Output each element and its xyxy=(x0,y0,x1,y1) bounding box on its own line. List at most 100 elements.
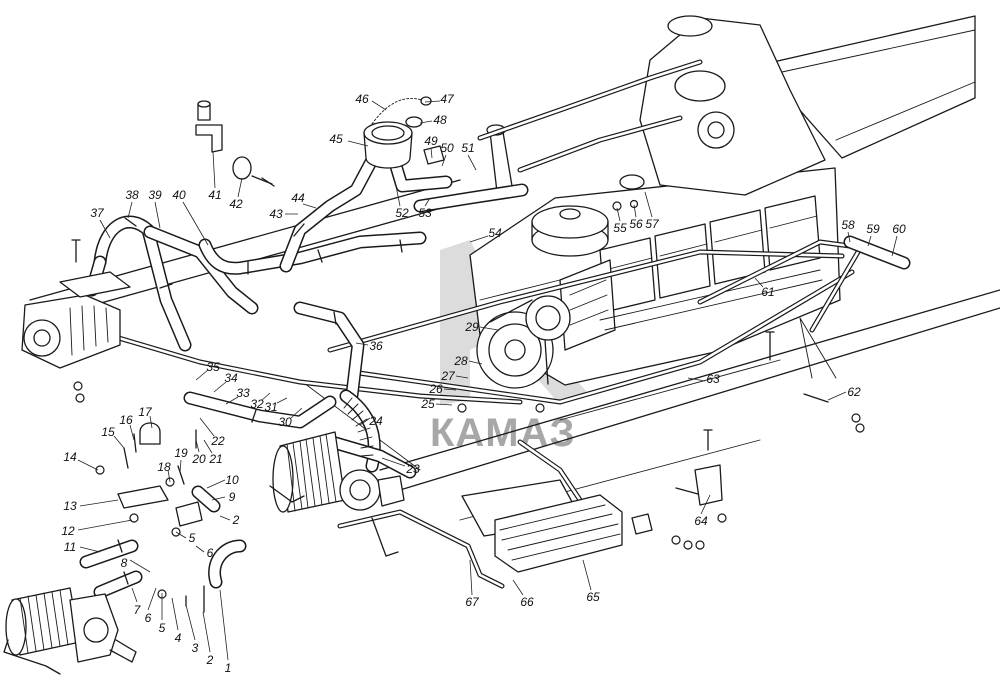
callout-label: 64 xyxy=(694,514,708,528)
frame-i-beam xyxy=(759,15,976,159)
callout-label: 55 xyxy=(613,221,627,235)
callout-label: 43 xyxy=(269,207,283,221)
callout-label: 49 xyxy=(424,134,438,148)
nut xyxy=(457,403,467,413)
cylinder-head xyxy=(764,195,821,271)
callout-label: 3 xyxy=(192,641,199,655)
washer xyxy=(95,465,105,475)
heater-boiler-end xyxy=(272,445,294,513)
watermark-text: КАМАЗ xyxy=(430,411,576,455)
callout-label: 32 xyxy=(250,397,264,411)
callout-label: 54 xyxy=(488,226,502,240)
nut xyxy=(75,393,85,403)
water-pump xyxy=(3,587,137,675)
clamp-17 xyxy=(139,422,161,445)
transmission-flange xyxy=(697,111,735,149)
callout-label: 10 xyxy=(225,473,239,487)
pump-pulley-hub xyxy=(535,305,561,331)
callout-label: 35 xyxy=(206,360,220,374)
callout-label: 59 xyxy=(866,222,880,236)
callout-label: 28 xyxy=(453,354,468,368)
callout-label: 29 xyxy=(464,320,479,334)
nut xyxy=(695,540,705,550)
bracket-bolt xyxy=(675,487,699,495)
nut xyxy=(612,201,622,211)
nut xyxy=(683,540,693,550)
radiator-65 xyxy=(461,479,623,573)
callout-label: 7 xyxy=(134,603,142,617)
air-intake-nut xyxy=(559,208,581,220)
clamp-64 xyxy=(631,513,653,535)
callout-label: 22 xyxy=(210,434,225,448)
callout-label: 26 xyxy=(428,382,443,396)
bracket-13 xyxy=(117,485,169,509)
frame-flange-line xyxy=(781,29,976,141)
clamp-42 xyxy=(232,156,252,180)
cylinder-head xyxy=(654,223,711,299)
engine-assembly xyxy=(469,15,841,389)
callout-label: 23 xyxy=(405,462,420,476)
hose-7-inner xyxy=(100,577,136,592)
callout-label: 8 xyxy=(121,556,128,570)
washer xyxy=(129,513,139,523)
tee-fitting-9 xyxy=(175,501,203,527)
transmission-cover xyxy=(674,70,726,102)
callout-label: 46 xyxy=(355,92,369,106)
bracket xyxy=(694,464,723,506)
pipelines xyxy=(112,242,858,586)
pump-outlet xyxy=(109,639,137,663)
bracket-64 xyxy=(631,464,723,535)
callout-label: 15 xyxy=(101,425,115,439)
transmission-housing xyxy=(639,17,826,196)
callout-label: 36 xyxy=(369,339,383,353)
heater-fan xyxy=(23,319,61,357)
callout-label: 41 xyxy=(208,188,221,202)
callout-label: 51 xyxy=(461,141,474,155)
nut xyxy=(717,513,727,523)
transmission-flange-hub xyxy=(707,121,725,139)
pump-motor-ribs xyxy=(19,589,69,654)
cylinder-head-fins xyxy=(604,215,818,271)
hoses xyxy=(86,160,904,592)
callout-label: 45 xyxy=(329,132,343,146)
nut xyxy=(671,535,681,545)
air-intake-wall xyxy=(531,221,609,241)
filler-cap xyxy=(405,116,423,128)
callout-label: 21 xyxy=(208,452,222,466)
nut xyxy=(73,381,83,391)
callout-label: 12 xyxy=(61,524,75,538)
callout-label: 14 xyxy=(63,450,77,464)
callout-label: 1 xyxy=(225,661,232,675)
callout-label: 57 xyxy=(645,217,660,231)
heater-motor-hub xyxy=(349,479,371,501)
nut xyxy=(855,423,865,433)
radiator-core xyxy=(494,494,623,573)
callout-label: 34 xyxy=(224,371,238,385)
corrugation-rings xyxy=(343,397,374,457)
mounting-bracket-41 xyxy=(195,100,273,185)
cap-plug xyxy=(420,96,432,106)
nut xyxy=(535,403,545,413)
washer xyxy=(629,199,639,209)
expansion-tank xyxy=(363,96,445,169)
callout-label: 47 xyxy=(440,92,455,106)
callout-label: 61 xyxy=(761,285,774,299)
callout-label: 27 xyxy=(440,369,456,383)
callout-label: 50 xyxy=(440,141,454,155)
callout-label: 48 xyxy=(433,113,447,127)
callout-label: 66 xyxy=(520,595,534,609)
leader-lines xyxy=(77,100,898,661)
callout-label: 39 xyxy=(148,188,162,202)
heater-pump-body xyxy=(377,475,405,507)
callout-label: 67 xyxy=(465,595,480,609)
callout-label: 63 xyxy=(706,372,720,386)
callout-label: 4 xyxy=(175,631,182,645)
callout-label: 31 xyxy=(264,400,277,414)
hose-clamps xyxy=(117,217,403,585)
frame-rail-right xyxy=(379,289,1000,491)
drive-belt xyxy=(489,299,549,385)
heater-ribs xyxy=(69,305,109,356)
heater-bracket xyxy=(269,485,399,557)
crankshaft-pulley-groove xyxy=(488,323,542,377)
pointer-arrows xyxy=(799,317,837,379)
